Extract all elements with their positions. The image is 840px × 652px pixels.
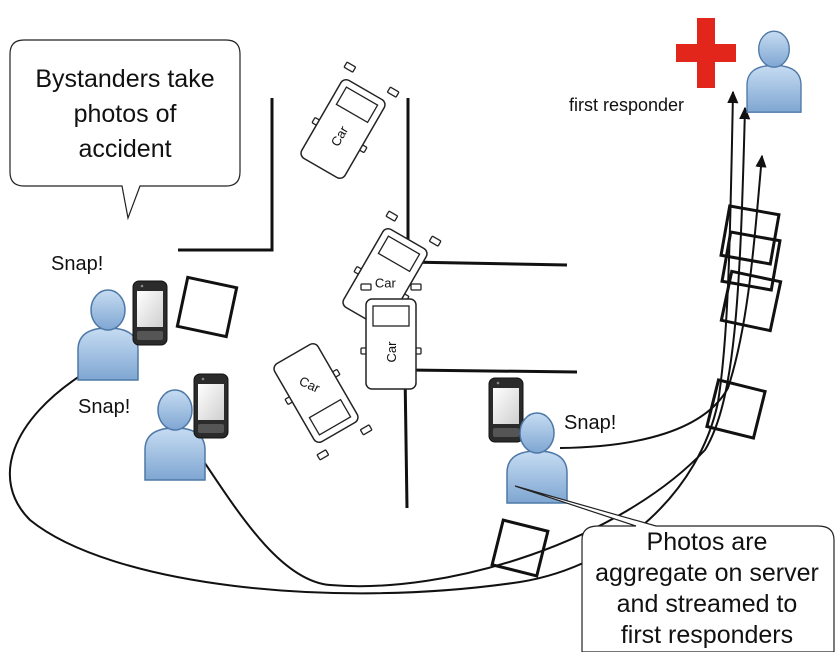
stream-lines (8, 90, 767, 595)
callout-bystanders-line2: photos of (74, 100, 177, 128)
phone-icon (132, 280, 168, 346)
photo-frame-icon (490, 518, 550, 578)
car-icon: Car (360, 283, 422, 390)
responder-label: first responder (569, 95, 684, 115)
street-lines (178, 98, 578, 509)
bystander-2: Snap! (78, 373, 229, 481)
bystander-3: Snap! (488, 377, 616, 504)
callout-bystanders: Bystanders take photos of accident (9, 39, 241, 221)
first-responder: first responder (569, 18, 802, 115)
photo-frames (175, 204, 783, 578)
callout-server-line3: and streamed to (617, 590, 798, 618)
car-icon: Car (266, 338, 373, 461)
callout-server-line4: first responders (621, 621, 793, 649)
medical-cross-icon (676, 18, 736, 88)
snap-label: Snap! (51, 253, 103, 275)
photo-frame-icon (175, 275, 239, 339)
car-icon: Car (293, 61, 400, 184)
callout-server-line1: Photos are (647, 528, 768, 556)
snap-label: Snap! (78, 396, 130, 418)
car-label: Car (375, 275, 397, 290)
photo-frame-icon (705, 378, 767, 440)
phone-icon (193, 373, 229, 439)
phone-icon (488, 377, 524, 443)
person-icon (77, 289, 139, 381)
photo-frame-icon (719, 269, 783, 333)
callout-server-line2: aggregate on server (595, 559, 819, 587)
callout-bystanders-line1: Bystanders take (35, 65, 214, 93)
snap-label: Snap! (564, 412, 616, 434)
callout-bystanders-line3: accident (78, 135, 171, 163)
car-label: Car (384, 341, 399, 363)
photo-frame-icon (720, 230, 782, 292)
callout-server: Photos are aggregate on server and strea… (514, 485, 835, 652)
bystander-1: Snap! (51, 253, 168, 381)
car-icon: Car (335, 210, 442, 333)
person-icon (746, 30, 802, 113)
